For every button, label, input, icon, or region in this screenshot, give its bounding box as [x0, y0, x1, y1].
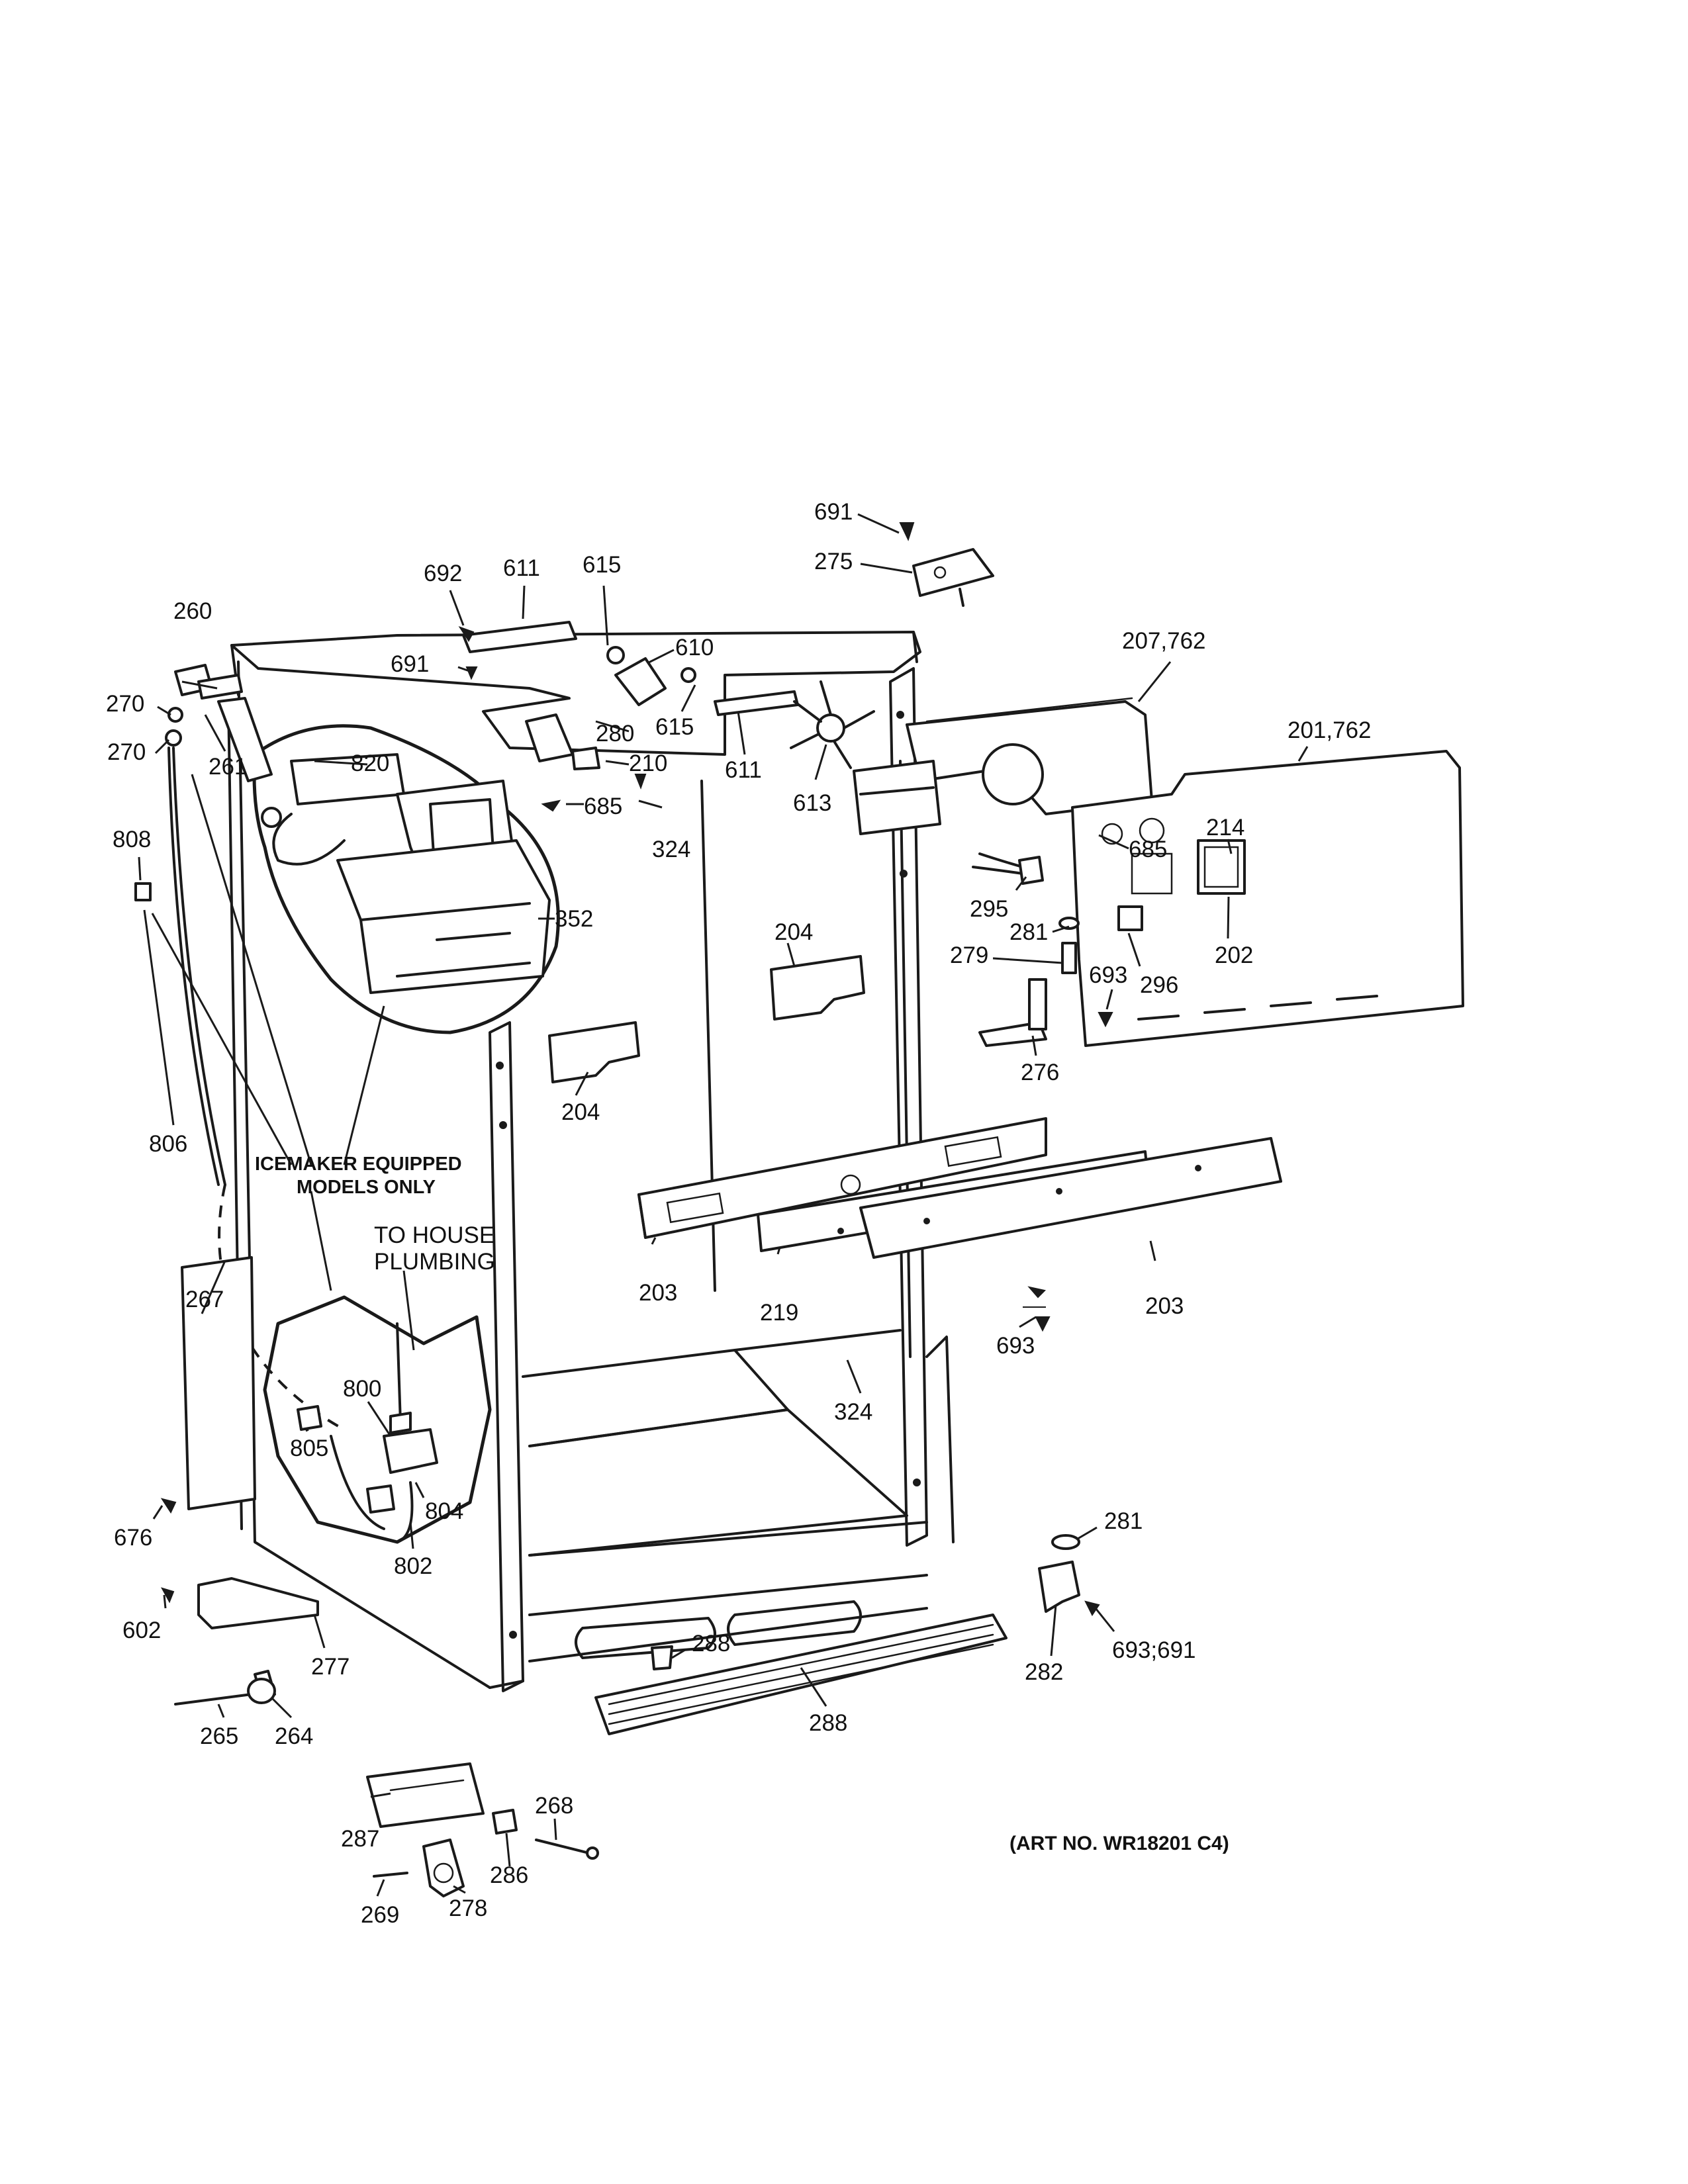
- callout-label: 275: [814, 549, 853, 574]
- callout-label: 261: [209, 754, 247, 780]
- bottom-grille-288: [594, 1614, 1008, 1735]
- leveling-parts: [366, 1762, 599, 1897]
- callout-label: 352: [555, 906, 593, 932]
- callout-label: 203: [1145, 1293, 1184, 1319]
- callout-label: 264: [275, 1723, 313, 1749]
- callout-label: 204: [774, 919, 813, 945]
- fan-blade-613: [790, 680, 875, 769]
- callout-label: 270: [106, 691, 144, 717]
- top-fasteners: [165, 626, 647, 812]
- callout-label: 279: [950, 942, 988, 968]
- callout-label: 613: [793, 790, 831, 816]
- lower-right-hinge: [1023, 1286, 1100, 1616]
- callout-label: 210: [629, 751, 667, 776]
- icemaker-note-line1: ICEMAKER EQUIPPED: [255, 1154, 462, 1175]
- callout-label: 280: [596, 721, 634, 747]
- water-line-dashed: [218, 1184, 345, 1431]
- callout-label: 692: [424, 561, 462, 586]
- callout-label: 214: [1206, 815, 1244, 841]
- callout-label: 820: [351, 751, 389, 776]
- callout-label: 805: [290, 1435, 328, 1461]
- plumbing-note-line1: TO HOUSE: [374, 1222, 494, 1248]
- callout-label: 286: [490, 1862, 528, 1888]
- plumbing-note-line2: PLUMBING: [374, 1249, 495, 1275]
- callout-label: 691: [814, 499, 853, 525]
- callout-label: 324: [652, 837, 690, 862]
- callout-label: 278: [449, 1895, 487, 1921]
- water-valve-cutaway: [263, 1295, 492, 1544]
- callout-label: 611: [725, 757, 762, 783]
- callout-label: 287: [341, 1826, 379, 1852]
- callout-label: 204: [561, 1099, 600, 1125]
- harness-295-and-parts: [972, 852, 1113, 1047]
- callout-label: 281: [1009, 919, 1048, 945]
- callout-label: 693: [996, 1333, 1035, 1359]
- left-side-parts: [134, 747, 319, 1706]
- leader-lines: [138, 513, 1309, 1897]
- callout-label: 615: [655, 714, 694, 740]
- icemaker-note-line2: MODELS ONLY: [297, 1177, 436, 1198]
- callout-label: 260: [173, 598, 212, 624]
- callout-label: 802: [394, 1553, 432, 1579]
- callout-label: 265: [200, 1723, 238, 1749]
- fan-motor-brackets: [462, 621, 799, 770]
- cabinet-body: [227, 631, 955, 1692]
- callout-label: 202: [1215, 942, 1253, 968]
- callout-label: 324: [834, 1399, 872, 1425]
- art-number: (ART NO. WR18201 C4): [1009, 1833, 1229, 1854]
- light-shield-201: [1071, 750, 1464, 1047]
- callout-label: 602: [122, 1617, 161, 1643]
- callout-label: 806: [149, 1131, 187, 1157]
- center-rail-brackets: [548, 955, 865, 1083]
- callout-label: 296: [1140, 972, 1178, 998]
- callout-label: 219: [760, 1300, 798, 1326]
- callout-label: 282: [1025, 1659, 1063, 1685]
- callout-label: 270: [107, 739, 146, 765]
- callout-label: 201,762: [1288, 717, 1372, 743]
- callout-label: 611: [503, 555, 540, 581]
- callout-labels: 691 275 692 611 615 610 691 615 611 207,…: [106, 499, 1372, 1928]
- callout-label: 269: [361, 1902, 399, 1928]
- callout-label: 615: [583, 552, 621, 578]
- callout-label: 685: [1129, 837, 1167, 862]
- callout-label: 268: [535, 1793, 573, 1819]
- callout-label: 288: [809, 1710, 847, 1736]
- callout-label: 800: [343, 1376, 381, 1402]
- callout-label: 691: [391, 651, 429, 677]
- callout-label: 685: [584, 794, 622, 819]
- top-hinge-275: [899, 522, 994, 607]
- callout-label: 808: [113, 827, 151, 852]
- evaporator-cover-207: [853, 697, 1153, 835]
- callout-label: 804: [425, 1498, 463, 1524]
- icemaker-cutaway: [252, 724, 560, 1034]
- callout-label: 676: [114, 1525, 152, 1551]
- callout-label: 267: [185, 1287, 224, 1312]
- callout-label: 693: [1089, 962, 1127, 988]
- front-rails: [637, 1117, 1282, 1259]
- callout-label: 276: [1021, 1060, 1059, 1085]
- callout-label: 277: [311, 1654, 350, 1680]
- callout-label: 281: [1104, 1508, 1143, 1534]
- callout-label: 693;691: [1112, 1637, 1196, 1663]
- callout-label: 288: [692, 1631, 730, 1657]
- callout-label: 295: [970, 896, 1008, 922]
- callout-label: 610: [675, 635, 714, 660]
- callout-label: 203: [639, 1280, 677, 1306]
- callout-label: 207,762: [1122, 628, 1206, 654]
